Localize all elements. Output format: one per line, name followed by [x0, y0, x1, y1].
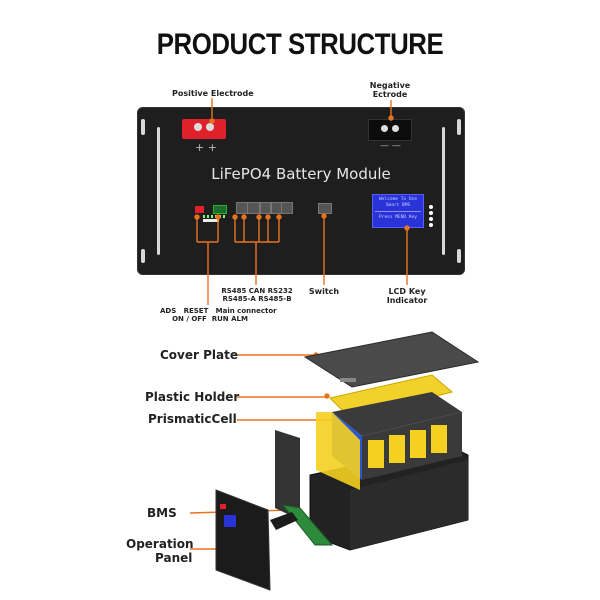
negative-electrode-label-2: Ectrode — [372, 90, 408, 99]
negative-electrode-label-1: Negative — [369, 81, 411, 90]
controls-label-2: ON / OFF RUN ALM — [172, 315, 248, 323]
ads-dip-switch — [195, 206, 204, 213]
label-bms: BMS — [147, 506, 177, 520]
module-name: LiFePO4 Battery Module — [211, 165, 391, 183]
label-operation: Operation — [126, 537, 194, 551]
label-prismatic-cell: PrismaticCell — [148, 412, 237, 426]
lcd-display: Welcome To Use Smart BMS Press MENU Key — [372, 194, 424, 228]
port-rs232[interactable] — [260, 202, 271, 214]
positive-electrode-label: Positive Electrode — [172, 89, 254, 98]
front-bracket — [275, 430, 300, 520]
indicator-led-2 — [429, 211, 433, 215]
foot-left — [141, 249, 145, 263]
side-insulator — [316, 412, 360, 490]
port-rs485-b[interactable] — [281, 202, 293, 214]
cover-plate-shape — [303, 331, 480, 388]
port-can[interactable] — [247, 202, 260, 214]
cell-block-top — [332, 392, 462, 436]
handle-left — [141, 119, 145, 135]
indicator-led-4 — [429, 223, 433, 227]
reset-button[interactable] — [203, 219, 219, 222]
label-plastic-holder: Plastic Holder — [145, 390, 240, 404]
ports-label-2: RS485-A RS485-B — [222, 295, 292, 303]
bms-bracket — [270, 512, 298, 530]
cell-yellow-1 — [368, 440, 384, 468]
lcd-line-2: Smart BMS — [385, 202, 411, 208]
positive-symbols: + + — [195, 141, 217, 154]
indicator-led-1 — [429, 205, 433, 209]
switch-label: Switch — [308, 287, 340, 296]
handle-right-long — [442, 127, 445, 255]
label-panel: Panel — [155, 551, 193, 565]
negative-symbols: — — — [380, 141, 401, 151]
cell-yellow-3 — [410, 430, 426, 458]
controls-label-1: ADS RESET Main connector — [160, 307, 277, 315]
op-panel-lcd — [224, 515, 236, 527]
lcd-label-1: LCD Key — [388, 287, 426, 296]
lcd-line-3: Press MENU Key — [379, 215, 417, 220]
run-alm-leds — [203, 215, 227, 218]
page-title: PRODUCT STRUCTURE — [156, 28, 444, 61]
cell-yellow-4 — [431, 425, 447, 453]
lcd-line-1: Welcome To Use — [379, 197, 417, 202]
top-rail-left — [340, 378, 356, 382]
lcd-label-2: Indicator — [386, 296, 428, 305]
indicator-led-3 — [429, 217, 433, 221]
bms-board — [281, 504, 334, 546]
positive-terminal — [182, 119, 226, 139]
foot-right — [457, 249, 461, 263]
cell-yellow-2 — [389, 435, 405, 463]
ports-label-1: RS485 CAN RS232 — [221, 287, 293, 295]
op-panel-terminal — [220, 504, 226, 509]
handle-right — [457, 119, 461, 135]
battery-front-panel: + + — — LiFePO4 Battery Module Welcome T… — [137, 107, 465, 275]
handle-left-long — [157, 127, 160, 255]
label-cover-plate: Cover Plate — [160, 348, 238, 362]
case-side — [350, 460, 468, 550]
main-connector[interactable] — [213, 205, 227, 214]
